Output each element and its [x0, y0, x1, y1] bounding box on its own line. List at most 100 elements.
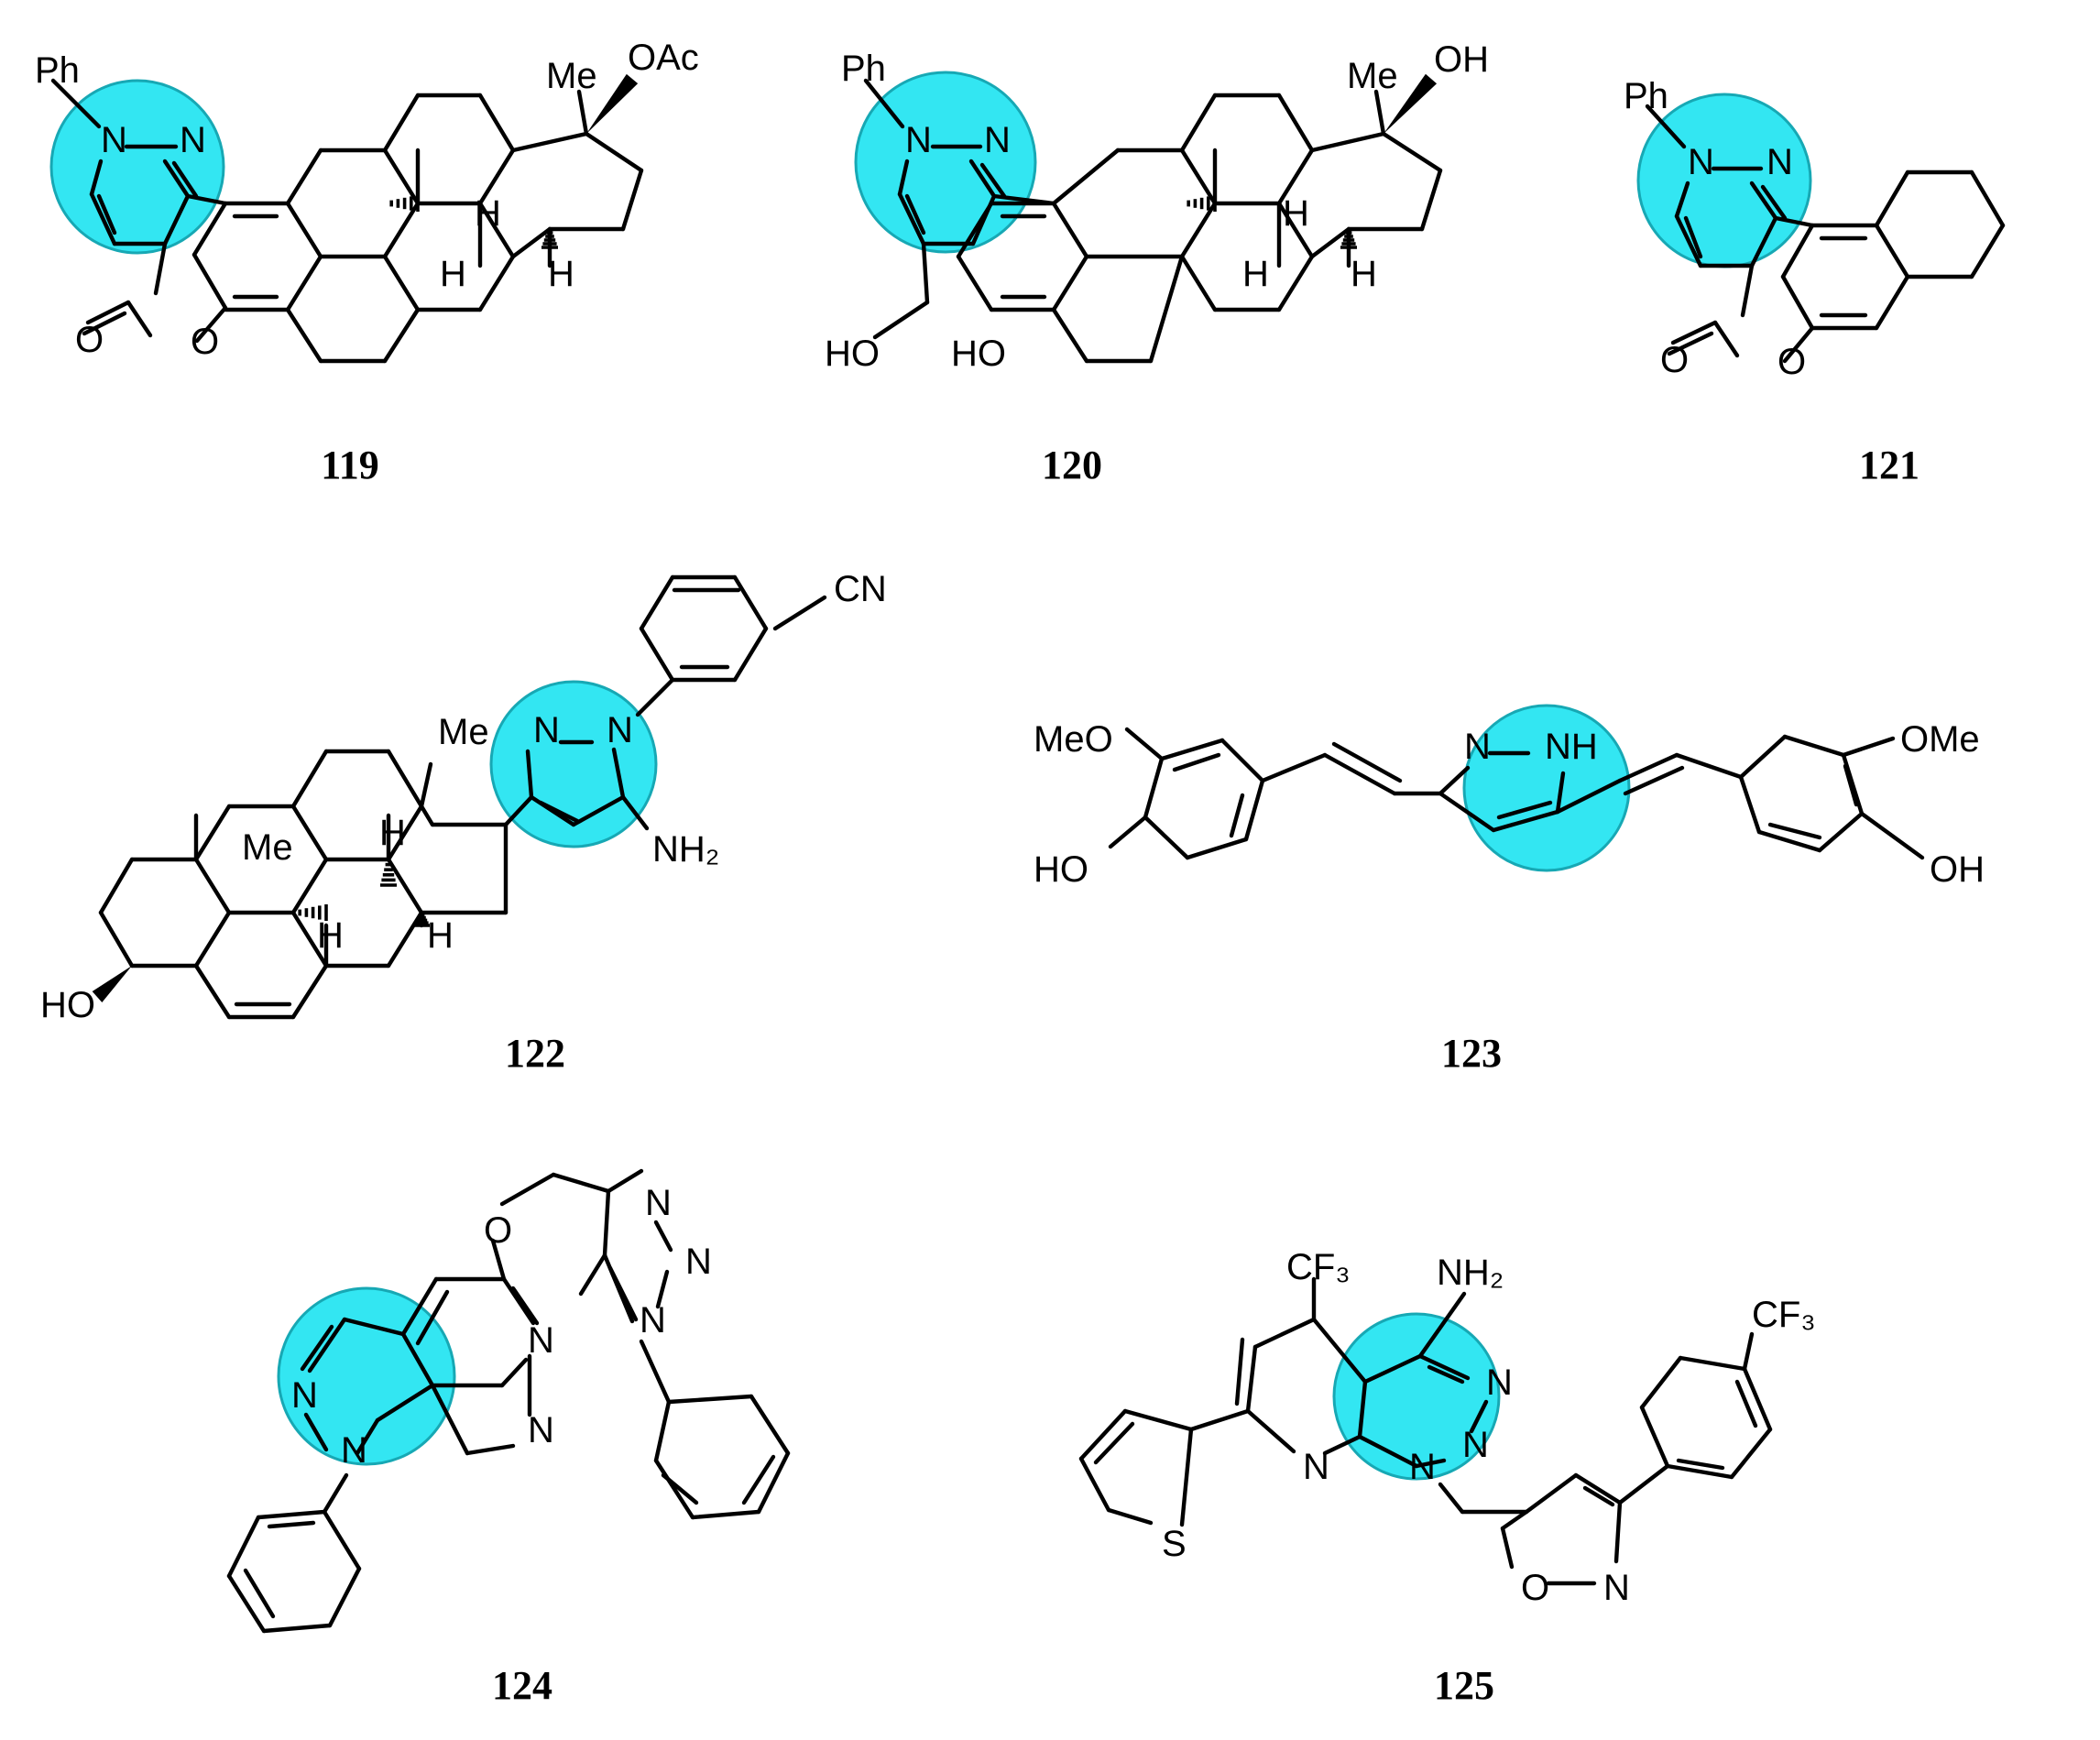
atom-label: N	[905, 120, 932, 160]
bond	[162, 159, 191, 199]
bond	[1667, 331, 1714, 356]
bond	[499, 1172, 556, 1207]
atom-label: MeO	[1034, 719, 1113, 760]
bond	[50, 78, 102, 129]
bond	[1874, 170, 1910, 228]
bond	[897, 192, 926, 246]
bond	[1760, 184, 1788, 221]
bond	[1617, 752, 1679, 783]
atom-label: OAc	[628, 38, 699, 78]
bond	[290, 963, 329, 1020]
bond	[355, 1417, 380, 1456]
bond	[1817, 811, 1865, 853]
bond	[415, 1289, 450, 1346]
bond	[1276, 148, 1315, 206]
bond	[1234, 1337, 1245, 1406]
bond	[1491, 809, 1560, 833]
atom-label: N	[1464, 727, 1491, 767]
bond	[1729, 1427, 1773, 1480]
atom-label: NH₂	[652, 829, 719, 870]
bond	[510, 131, 589, 153]
bond	[1639, 1405, 1670, 1469]
bond	[1159, 738, 1225, 761]
bond	[85, 300, 131, 325]
bond	[386, 749, 424, 809]
bond	[1773, 215, 1815, 228]
bond	[477, 201, 516, 259]
bond	[1245, 1344, 1258, 1414]
bond	[89, 192, 117, 246]
bond	[1331, 741, 1403, 783]
bond	[1179, 254, 1218, 312]
bond	[191, 252, 228, 311]
bond	[1419, 168, 1443, 232]
atom-label: NH₂	[1437, 1253, 1504, 1293]
bond	[342, 1317, 406, 1337]
bond	[1749, 215, 1778, 268]
bond	[261, 1623, 333, 1634]
bond	[382, 307, 421, 364]
compound-number: 121	[1859, 443, 1920, 487]
bond	[1179, 201, 1218, 259]
bond	[1674, 213, 1703, 268]
bond	[606, 1168, 644, 1194]
bond	[1841, 736, 1896, 758]
atom-label: OH	[1434, 39, 1489, 80]
bond	[1780, 274, 1815, 331]
bond	[897, 159, 910, 197]
bond	[1756, 829, 1822, 853]
atom-label: N	[341, 1430, 367, 1471]
bond	[1229, 793, 1245, 838]
bond	[290, 910, 329, 968]
bond	[620, 794, 650, 831]
bond	[1782, 325, 1815, 364]
bond	[578, 1253, 607, 1297]
bond	[1683, 215, 1703, 259]
atom-label: O	[191, 322, 219, 362]
bond	[1276, 201, 1315, 259]
bond	[386, 857, 424, 915]
bond	[1438, 765, 1471, 796]
atom-label: HO	[1034, 849, 1088, 890]
bond	[1438, 791, 1496, 833]
bond	[1124, 727, 1165, 761]
bond	[1665, 1463, 1734, 1480]
atom-label: N	[984, 120, 1011, 160]
atom-label: N	[528, 1320, 554, 1361]
bond	[185, 193, 228, 206]
atom-label: N	[291, 1375, 318, 1416]
atom-label: N	[528, 1410, 554, 1450]
bond	[153, 241, 168, 296]
bond	[1712, 320, 1740, 358]
bond	[290, 804, 329, 862]
bond	[1674, 752, 1744, 780]
bond	[872, 300, 930, 340]
bond	[1417, 1291, 1467, 1359]
atom-label: O	[1660, 340, 1689, 380]
bond	[921, 241, 930, 305]
atom-label: Ph	[1624, 76, 1668, 116]
bond	[1252, 1317, 1317, 1350]
atom-label: O	[1521, 1568, 1549, 1608]
bond	[322, 1472, 349, 1515]
atom-label: S	[1162, 1524, 1187, 1564]
atom-label: H	[1351, 254, 1377, 294]
atom-label: N	[685, 1242, 712, 1282]
bond	[285, 148, 323, 206]
bond	[194, 305, 228, 344]
atom-label: H	[1283, 193, 1309, 234]
atom-label: N	[180, 120, 206, 160]
bond	[1051, 254, 1089, 312]
bond	[1309, 131, 1386, 153]
bond	[1427, 1364, 1465, 1384]
bond	[1734, 1379, 1758, 1428]
bond	[1362, 1353, 1423, 1384]
bond	[82, 311, 127, 336]
bond	[1639, 1355, 1683, 1410]
bond	[465, 1443, 516, 1456]
atom-label: N	[1603, 1568, 1630, 1608]
bond	[430, 1383, 470, 1456]
